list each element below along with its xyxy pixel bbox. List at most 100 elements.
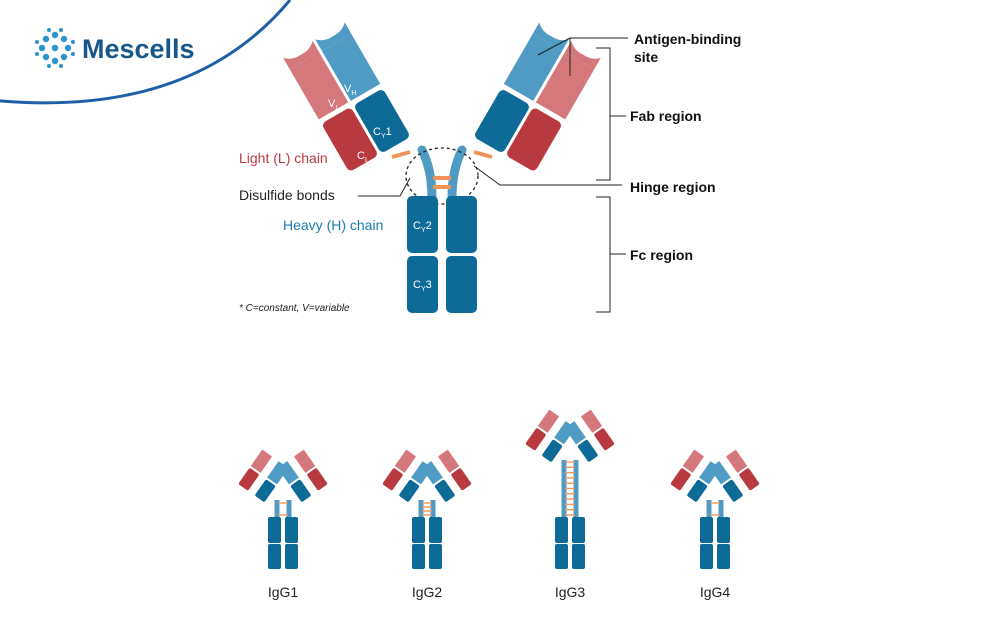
mescells-logo-icon [35, 28, 75, 68]
ch2-label: CY2 [413, 220, 432, 234]
fab-arm [277, 449, 328, 502]
ch2-domain [285, 517, 298, 543]
ch1-domain [399, 479, 420, 502]
ch2-domain [700, 517, 713, 543]
fc-bracket [596, 196, 611, 313]
cl-domain [382, 468, 403, 491]
heavy-chain-label: Heavy (H) chain [283, 217, 383, 233]
vl-domain [289, 52, 349, 120]
right-arm [475, 22, 601, 171]
vl-domain [537, 409, 560, 433]
hinge-right-chain [447, 145, 467, 203]
ch3-domain [717, 544, 730, 569]
igg-subclass: IgG1 [238, 449, 328, 600]
vl-domain [725, 449, 748, 473]
hinge-region-label: Hinge region [630, 179, 716, 195]
cl-domain [451, 468, 472, 491]
ch3-domain-left [407, 256, 438, 313]
fab-arm [670, 449, 721, 502]
vl-domain [682, 449, 705, 473]
ch1-domain [577, 439, 598, 462]
ch1-domain [290, 479, 311, 502]
logo-area: Mescells [0, 0, 292, 105]
ch2-domain-right [446, 196, 477, 253]
cl-domain [507, 108, 561, 171]
vh-label: VH [344, 83, 356, 97]
ch1-domain [434, 479, 455, 502]
vh-domain [277, 461, 299, 485]
vl-domain [250, 449, 273, 473]
antigen-binding-label-line1: Antigen-binding [634, 31, 741, 47]
vh-domain [503, 33, 563, 101]
cl-domain [670, 468, 691, 491]
hl-bond-right [473, 150, 493, 159]
vh-domain [321, 33, 381, 101]
ch3-domain [555, 544, 568, 569]
vl-label: VL [328, 98, 339, 112]
main-antibody: VH VL CY1 CL CY2 CY3 Light (L) chain Dis… [239, 22, 741, 314]
ch3-domain [572, 544, 585, 569]
ch2-domain [429, 517, 442, 543]
cl-domain [323, 108, 377, 171]
subclass-label: IgG3 [555, 584, 586, 600]
hl-bond-left [391, 150, 411, 159]
ch1-domain [542, 439, 563, 462]
ch1-domain [355, 90, 409, 152]
vl-domain [293, 449, 316, 473]
ch1-domain [722, 479, 743, 502]
ch2-domain [268, 517, 281, 543]
light-chain-label: Light (L) chain [239, 150, 328, 166]
ch3-domain [700, 544, 713, 569]
fab-arm [525, 409, 576, 462]
igg-subclass: IgG3 [525, 409, 615, 600]
fab-arm [238, 449, 289, 502]
ch3-domain-right [446, 256, 477, 313]
ch3-domain [412, 544, 425, 569]
cl-domain [307, 468, 328, 491]
vh-domain [709, 461, 731, 485]
fc-region-label: Fc region [630, 247, 693, 263]
ch2-domain [412, 517, 425, 543]
igg-subclasses: IgG1 IgG2 IgG3 IgG4 [238, 409, 760, 600]
cl-domain [525, 428, 546, 451]
ch1-label: CY1 [373, 126, 392, 140]
ch2-domain-left [407, 196, 438, 253]
fab-arm [382, 449, 433, 502]
disulfide-bonds-label: Disulfide bonds [239, 187, 335, 203]
subclass-label: IgG2 [412, 584, 443, 600]
antigen-binding-label-line2: site [634, 49, 658, 65]
region-annotations: Antigen-binding site Fab region Hinge re… [473, 31, 741, 313]
ch2-domain [555, 517, 568, 543]
vl-domain [535, 52, 595, 120]
hinge-pointer [473, 165, 622, 186]
ch1-domain [475, 90, 529, 152]
subclass-label: IgG1 [268, 584, 299, 600]
ch3-label: CY3 [413, 279, 432, 293]
cl-domain [238, 468, 259, 491]
vl-domain [394, 449, 417, 473]
footnote: * C=constant, V=variable [239, 303, 350, 314]
left-arm [283, 22, 409, 171]
hinge-highlight-circle [405, 147, 479, 205]
disulfide-pointer [358, 177, 411, 197]
cl-domain [739, 468, 760, 491]
hinge-left-chain [417, 145, 437, 203]
ch2-domain [717, 517, 730, 543]
cl-label: CL [357, 150, 369, 164]
vh-domain [564, 421, 586, 445]
ch3-domain [285, 544, 298, 569]
vh-domain [421, 461, 443, 485]
ch3-domain [268, 544, 281, 569]
ch1-domain [687, 479, 708, 502]
fab-arm [564, 409, 615, 462]
subclass-label: IgG4 [700, 584, 731, 600]
ch3-domain [429, 544, 442, 569]
vl-domain [580, 409, 603, 433]
vl-domain [437, 449, 460, 473]
fab-bracket [596, 47, 611, 181]
ch2-domain [572, 517, 585, 543]
igg-subclass: IgG4 [670, 449, 760, 600]
fab-arm [709, 449, 760, 502]
fab-arm [421, 449, 472, 502]
